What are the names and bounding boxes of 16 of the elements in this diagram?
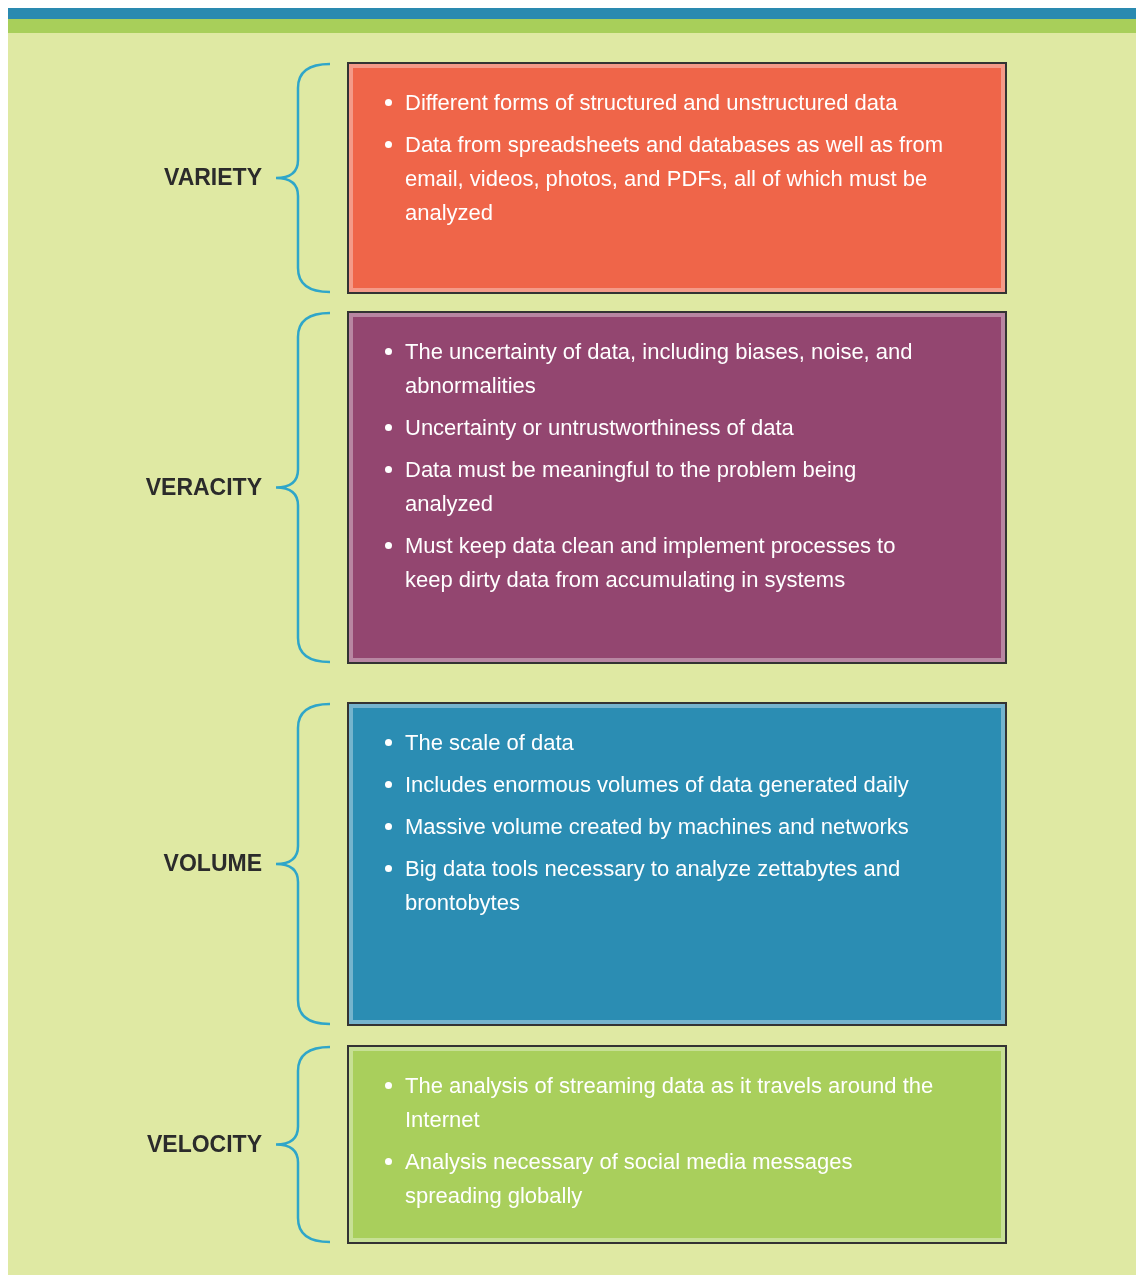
category-heading: VARIETY	[164, 164, 262, 191]
category-heading: VELOCITY	[147, 1130, 262, 1158]
bullet-item: The analysis of streaming data as it travels around the Internet	[383, 1069, 945, 1137]
bullet-item: The uncertainty of data, including biases, noise, and abnormalities	[383, 335, 945, 403]
bullet-item: The scale of data	[383, 726, 945, 760]
bullet-item: Massive volume created by machines and networks	[383, 810, 945, 844]
category-heading: VOLUME	[163, 850, 262, 877]
bullet-item: Analysis necessary of social media messages spreading globally	[383, 1145, 945, 1213]
bullet-item: Different forms of structured and unstructured data	[383, 86, 945, 120]
category-heading: VERACITY	[145, 473, 262, 501]
bullet-item: Uncertainty or untrustworthiness of data	[383, 411, 945, 445]
bullet-item: Data must be meaningful to the problem being analyzed	[383, 453, 945, 521]
bullet-item: Big data tools necessary to analyze zettabytes and brontobytes	[383, 852, 945, 920]
bullet-item: Includes enormous volumes of data generated daily	[383, 768, 945, 802]
bullet-item: Must keep data clean and implement processes to keep dirty data from accumulating in systems	[383, 529, 945, 597]
bullet-item: Data from spreadsheets and databases as well as from email, videos, photos, and PDFs, all of which must be analyzed	[383, 128, 945, 230]
